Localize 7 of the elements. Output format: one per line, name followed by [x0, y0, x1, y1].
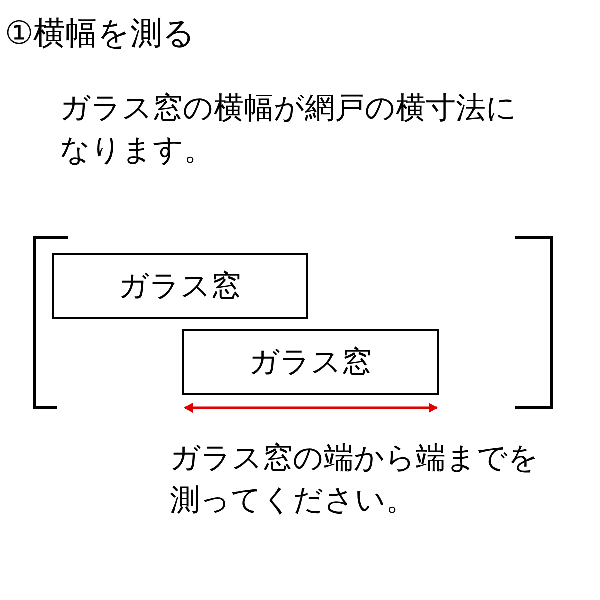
glass-pane-box	[182, 329, 439, 395]
instruction-text: ガラス窓の横幅が網戸の横寸法になります。	[60, 90, 518, 170]
pane-label: ガラス窓	[118, 268, 242, 306]
title: ①横幅を測る	[5, 13, 196, 54]
glass-pane-box	[52, 253, 308, 319]
instruction-text: ガラス窓の端から端までを測ってください。	[170, 440, 540, 520]
pane-label: ガラス窓	[249, 344, 372, 382]
